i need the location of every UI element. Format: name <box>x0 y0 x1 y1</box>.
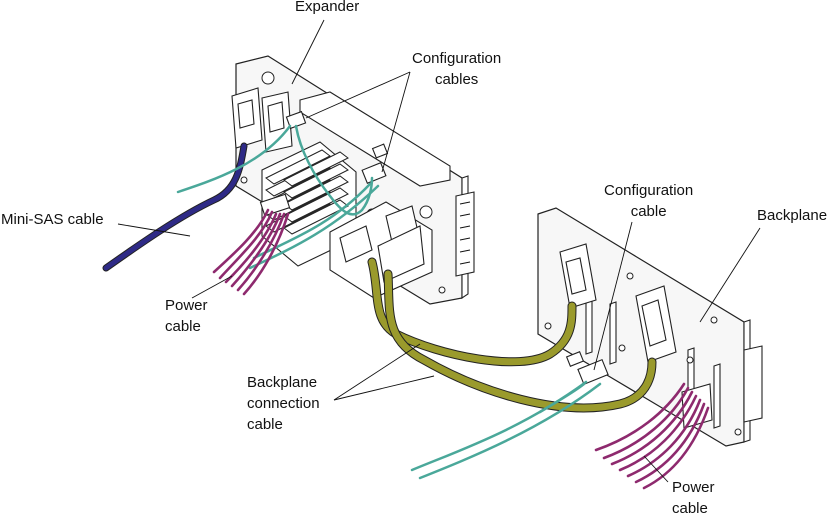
label-backplane: Backplane <box>757 205 827 226</box>
expander-assembly <box>231 55 475 305</box>
hole-icon <box>438 286 446 294</box>
label-backplane-conn-line1: Backplane <box>247 374 318 391</box>
screw-icon <box>419 205 433 219</box>
expander-config-connector <box>361 162 387 184</box>
expander-side-connector <box>455 191 475 277</box>
hole-icon <box>710 316 718 324</box>
label-mini-sas-text: Mini-SAS cable <box>1 211 104 228</box>
backplane-side-connector <box>743 345 763 423</box>
configuration-cable <box>176 124 292 194</box>
label-backplane-conn-line2: connection <box>247 395 320 412</box>
mini-sas-cable <box>102 142 248 272</box>
label-power-right-line1: Power <box>672 479 715 496</box>
label-power-left-line1: Power <box>165 297 208 314</box>
hole-icon <box>240 176 248 184</box>
leader-config-cables <box>305 71 411 119</box>
label-power-left-line2: cable <box>165 318 201 335</box>
leader-expander <box>291 19 325 85</box>
hole-icon <box>686 356 694 364</box>
label-power-right-line2: cable <box>672 500 708 517</box>
label-config-cables-line1: Configuration <box>412 50 502 67</box>
screw-icon <box>261 71 275 85</box>
label-mini-sas-cable: Mini-SAS cable <box>1 209 104 230</box>
expander-config-connector <box>371 143 389 159</box>
label-expander: Expander <box>295 0 359 17</box>
leader-backplane-conn <box>333 343 421 401</box>
label-configuration-cables: Configuration cables <box>412 48 501 90</box>
leader-mini-sas <box>117 223 191 237</box>
hole-icon <box>618 344 626 352</box>
leader-power-left <box>191 275 233 299</box>
label-configuration-cable: Configuration cable <box>604 180 693 222</box>
configuration-cable <box>418 382 602 480</box>
label-config-cables-line2: cables <box>434 71 479 88</box>
hole-icon <box>734 428 742 436</box>
label-config-cable-line2: cable <box>630 203 667 220</box>
hole-icon <box>544 322 552 330</box>
hole-icon <box>626 272 634 280</box>
leader-lines <box>117 19 761 483</box>
leader-backplane <box>699 227 761 323</box>
label-expander-text: Expander <box>295 0 360 15</box>
label-backplane-conn-line3: cable <box>247 416 283 433</box>
label-backplane-text: Backplane <box>757 207 828 224</box>
label-backplane-connection-cable: Backplane connection cable <box>247 372 320 435</box>
label-power-cable-left: Power cable <box>165 295 208 337</box>
expander-config-connector <box>285 110 307 130</box>
configuration-cables <box>176 124 602 480</box>
label-config-cable-line1: Configuration <box>604 182 694 199</box>
backplane-config-connector <box>577 358 609 386</box>
leader-config-cable <box>593 221 633 371</box>
leader-config-cables <box>381 71 411 173</box>
leader-backplane-conn <box>333 375 435 401</box>
power-cable-right <box>594 382 710 490</box>
backplane-connection-cables <box>367 257 657 413</box>
leader-power-right <box>643 455 669 483</box>
power-cable-left <box>212 193 291 296</box>
configuration-cable <box>248 184 380 270</box>
